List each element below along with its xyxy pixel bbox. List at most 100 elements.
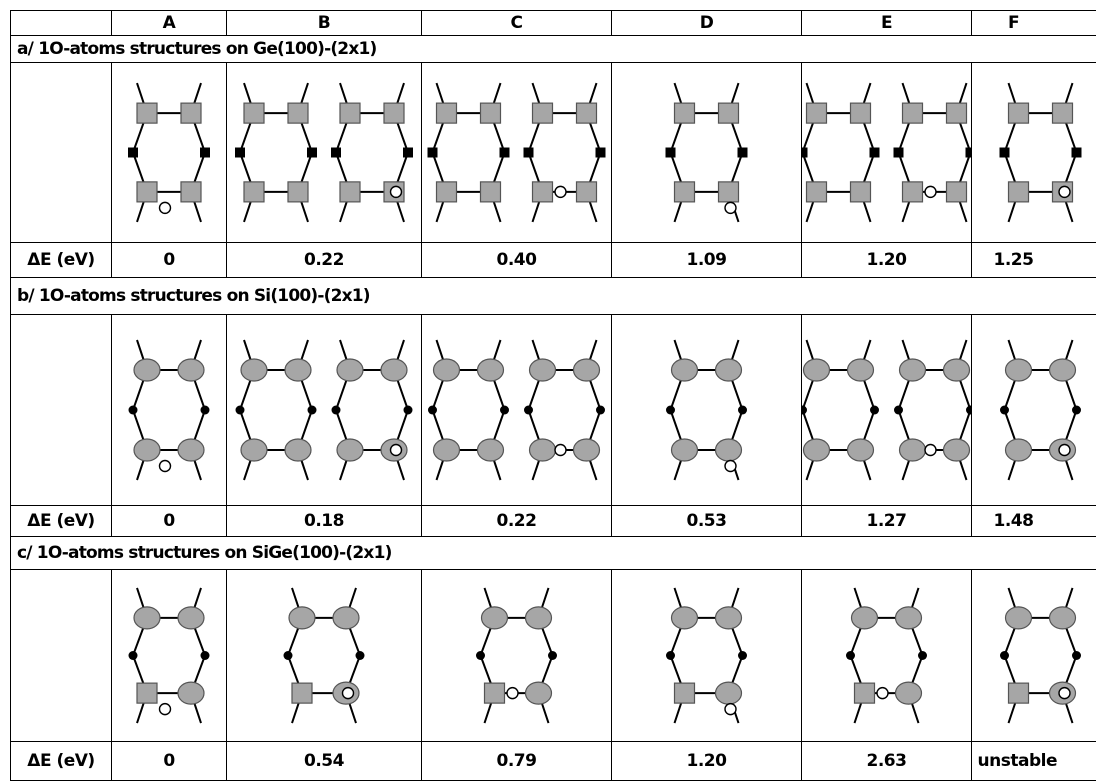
section-b-energy-e: 1.27 <box>801 505 972 537</box>
oxygen-atom <box>389 443 403 457</box>
dimer-atom <box>287 102 309 124</box>
dimer-atom <box>575 102 598 124</box>
section-c-energy-e: 2.63 <box>801 741 972 781</box>
bridge-atom <box>918 651 927 660</box>
bridge-atom <box>427 147 438 158</box>
bridge-atom <box>307 405 317 415</box>
dimer-atom <box>945 102 968 124</box>
dimer-atom <box>531 181 554 203</box>
section-a-title: a/ 1O-atoms structures on Ge(100)-(2x1) <box>10 35 1096 63</box>
section-a-energy-d: 1.09 <box>611 242 802 278</box>
structure-figure <box>128 339 210 481</box>
dimer-atom <box>339 181 361 203</box>
bridge-atom <box>355 651 365 660</box>
oxygen-atom <box>506 686 519 700</box>
bridge-atom <box>666 405 675 415</box>
section-c-energy-a: 0 <box>111 741 227 781</box>
bridge-atom <box>548 651 557 660</box>
section-c-structure-e <box>801 569 972 742</box>
dimer-atom <box>332 606 360 630</box>
bridge-atom <box>965 147 971 158</box>
dimer-atom <box>528 358 557 382</box>
dimer-atom <box>479 181 502 203</box>
section-b-energy-f: 1.48 <box>971 505 1096 537</box>
dimer-atom <box>284 358 312 382</box>
bridge-atom <box>200 651 210 660</box>
dimer-atom <box>673 102 696 124</box>
dimer-atom <box>240 438 268 462</box>
bridge-atom <box>666 651 675 660</box>
dimer-atom <box>714 358 743 382</box>
dimer-atom <box>894 606 923 630</box>
section-a-blank <box>10 62 112 243</box>
oxygen-atom <box>1058 443 1071 457</box>
dimer-atom <box>802 358 831 382</box>
dimer-atom <box>717 181 740 203</box>
section-a-structure-c <box>421 62 612 243</box>
oxygen-atom <box>554 443 567 457</box>
structure-figure <box>666 587 747 724</box>
bridge-atom <box>331 147 341 158</box>
dimer-atom <box>805 181 828 203</box>
bridge-atom <box>999 147 1010 158</box>
dimer-atom <box>1004 438 1033 462</box>
dimer-atom <box>291 682 313 704</box>
bridge-atom <box>802 405 807 415</box>
dimer-atom <box>476 358 505 382</box>
section-b-energy-d: 0.53 <box>611 505 802 537</box>
section-a-structure-f <box>971 62 1096 243</box>
dimer-atom <box>942 358 971 382</box>
structure-figure <box>802 82 971 223</box>
structure-figure <box>128 587 210 724</box>
dimer-atom <box>1007 181 1030 203</box>
section-c-structure-c <box>421 569 612 742</box>
dimer-atom <box>846 438 875 462</box>
bridge-atom <box>596 405 605 415</box>
section-a-structure-b <box>226 62 422 243</box>
bridge-atom <box>128 405 138 415</box>
dimer-atom <box>524 606 553 630</box>
bridge-atom <box>1000 405 1009 415</box>
structure-figure <box>665 82 748 223</box>
section-c-structure-d <box>611 569 802 742</box>
oxygen-atom <box>554 185 567 199</box>
dimer-atom <box>243 181 265 203</box>
dimer-atom <box>432 438 461 462</box>
section-a-structure-d <box>611 62 802 243</box>
bridge-atom <box>595 147 606 158</box>
section-b-structure-d <box>611 314 802 506</box>
bridge-atom <box>894 405 903 415</box>
section-c-energy-f: unstable <box>971 741 1096 781</box>
dimer-atom <box>1004 358 1033 382</box>
section-b-structure-c <box>421 314 612 506</box>
dimer-atom <box>1004 606 1033 630</box>
section-b-energy-label: ΔE (eV) <box>10 505 112 537</box>
bridge-atom <box>283 651 293 660</box>
bridge-atom <box>331 405 341 415</box>
dimer-atom <box>802 438 831 462</box>
bridge-atom <box>128 147 138 158</box>
bridge-atom <box>476 651 485 660</box>
structure-figure <box>235 82 413 223</box>
dimer-atom <box>339 102 361 124</box>
dimer-atom <box>284 438 312 462</box>
bridge-atom <box>665 147 676 158</box>
bridge-atom <box>1000 651 1009 660</box>
dimer-atom <box>1051 102 1074 124</box>
dimer-atom <box>849 181 872 203</box>
oxygen-atom <box>158 702 172 716</box>
section-a-energy-b: 0.22 <box>226 242 422 278</box>
dimer-atom <box>898 358 927 382</box>
dimer-atom <box>380 358 408 382</box>
dimer-atom <box>575 181 598 203</box>
dimer-atom <box>180 102 202 124</box>
section-b-structure-a <box>111 314 227 506</box>
oxygen-atom <box>1058 686 1071 700</box>
bridge-atom <box>403 147 413 158</box>
section-b-structure-f <box>971 314 1096 506</box>
structure-figure <box>1000 339 1081 481</box>
section-a-energy-label: ΔE (eV) <box>10 242 112 278</box>
oxygen-atom <box>158 201 172 215</box>
bridge-atom <box>846 651 855 660</box>
structure-figure <box>128 82 210 223</box>
